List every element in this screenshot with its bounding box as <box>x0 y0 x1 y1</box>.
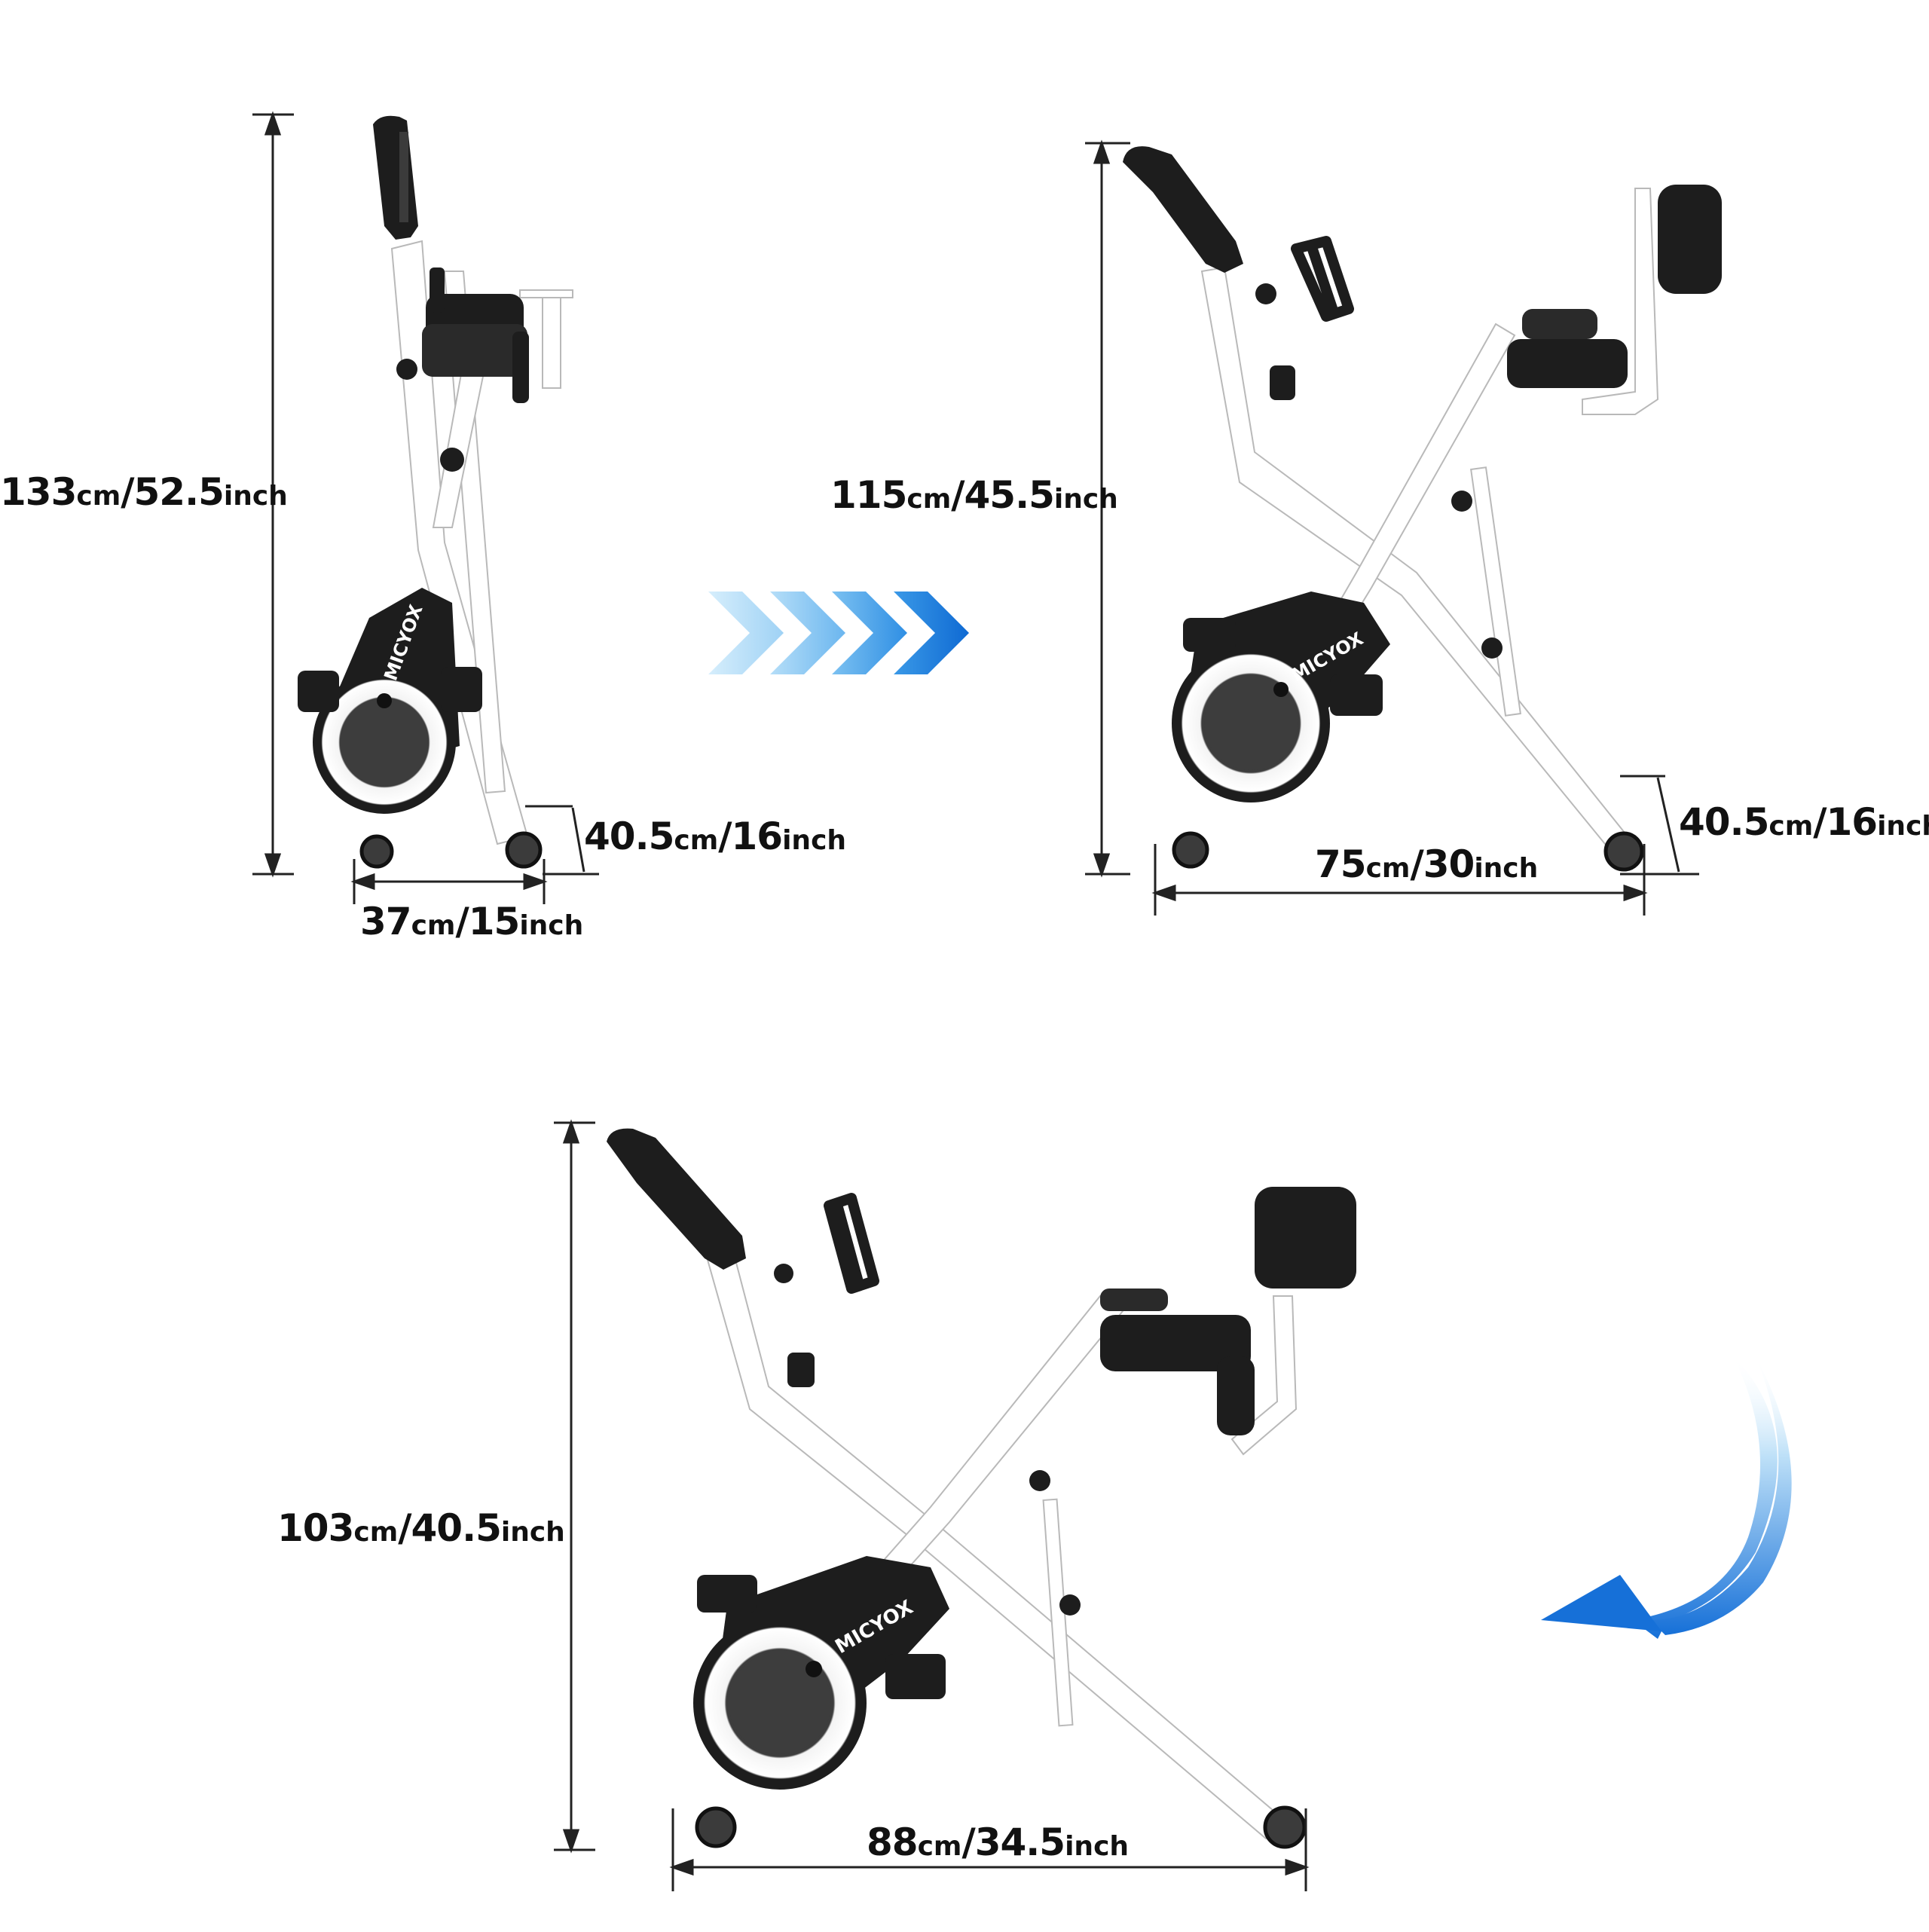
upright-height-label: 115cm/45.5inch <box>830 473 1118 517</box>
seat-backrest <box>1451 185 1722 659</box>
seat-backrest <box>1029 1187 1356 1616</box>
folded-height-label: 133cm/52.5inch <box>0 470 288 514</box>
handlebar <box>607 1128 879 1387</box>
recumbent-length-label: 88cm/34.5inch <box>867 1820 1130 1864</box>
handlebar <box>373 115 418 240</box>
dimension-lines <box>252 111 1699 1891</box>
flywheel-housing: MICYOX <box>298 588 543 869</box>
flywheel-housing: MICYOX <box>693 1556 1307 1849</box>
handlebar <box>1123 146 1354 400</box>
frame <box>390 240 573 845</box>
recumbent-bike: MICYOX <box>607 1128 1356 1849</box>
folded-width-label: 37cm/15inch <box>360 900 584 943</box>
chevron-right-icon <box>708 592 969 674</box>
seat-backrest <box>396 267 529 472</box>
folded-bike: MICYOX <box>298 115 573 869</box>
upright-seat-label: 40.5cm/16inch <box>1679 800 1929 844</box>
recumbent-height-label: 103cm/40.5inch <box>277 1506 565 1550</box>
upright-bike: MICYOX <box>1123 146 1722 872</box>
folded-seat-label: 40.5cm/16inch <box>584 815 847 858</box>
flywheel-housing: MICYOX <box>1172 592 1644 872</box>
curved-arrow-icon <box>1541 1356 1792 1639</box>
upright-length-label: 75cm/30inch <box>1315 842 1539 886</box>
